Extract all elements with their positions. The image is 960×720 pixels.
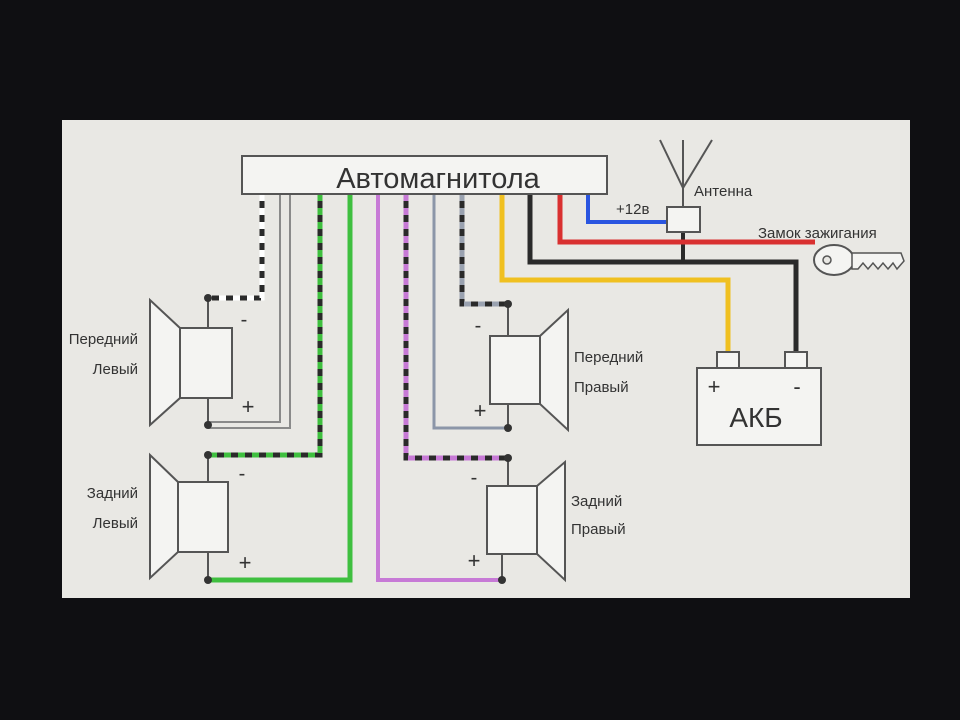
speaker-front-left-line1: Передний — [69, 331, 138, 348]
speaker-rear-left-line1: Задний — [87, 485, 138, 502]
wire-rear-right-plus — [376, 194, 502, 582]
speaker-rear-right-line2: Правый — [571, 521, 626, 538]
ignition-key-icon — [813, 244, 905, 276]
speaker-rear-right-minus: - — [471, 467, 478, 489]
wire-front-left-plus — [208, 194, 291, 429]
speaker-rear-left-icon — [149, 451, 229, 584]
wire-rear-left-minus — [208, 194, 323, 458]
wire-front-left-minus — [208, 194, 265, 301]
speaker-rear-right-line1: Задний — [571, 493, 622, 510]
head-unit: Автомагнитола — [241, 155, 608, 195]
battery-plus: + — [708, 374, 721, 399]
wire-rear-right-minus — [403, 194, 508, 461]
wire-rear-left-plus — [208, 194, 353, 583]
speaker-front-right-line2: Правый — [574, 379, 629, 396]
speaker-front-left-line2: Левый — [93, 361, 138, 378]
speaker-front-left-icon — [149, 294, 233, 429]
antenna-label: Антенна — [694, 183, 753, 200]
wire-black-ground — [527, 194, 799, 356]
antenna-icon — [659, 139, 713, 233]
ignition-label: Замок зажигания — [758, 225, 877, 242]
speaker-front-right-line1: Передний — [574, 349, 643, 366]
battery-icon — [696, 351, 822, 446]
speaker-rear-left-plus: + — [239, 550, 252, 575]
wire-red-ignition — [557, 194, 815, 245]
wire-yellow-battery — [499, 194, 731, 356]
head-unit-label: Автомагнитола — [336, 163, 540, 195]
speaker-rear-left-line2: Левый — [93, 515, 138, 532]
wire-front-right-minus — [459, 194, 508, 307]
speaker-rear-right-icon — [486, 454, 566, 584]
speaker-rear-left-minus: - — [239, 463, 246, 485]
wires — [208, 194, 815, 583]
plus12-label: +12в — [616, 201, 649, 218]
speaker-front-right-plus: + — [474, 398, 487, 423]
battery-minus: - — [793, 374, 800, 399]
speaker-front-left-plus: + — [242, 394, 255, 419]
speaker-rear-right-plus: + — [468, 548, 481, 573]
battery-label: АКБ — [729, 402, 782, 433]
speaker-front-right-minus: - — [475, 315, 482, 337]
speaker-front-left-minus: - — [241, 309, 248, 331]
wire-blue-12v — [586, 194, 666, 224]
speaker-front-right-icon — [489, 300, 569, 433]
wire-front-right-plus — [432, 194, 508, 430]
